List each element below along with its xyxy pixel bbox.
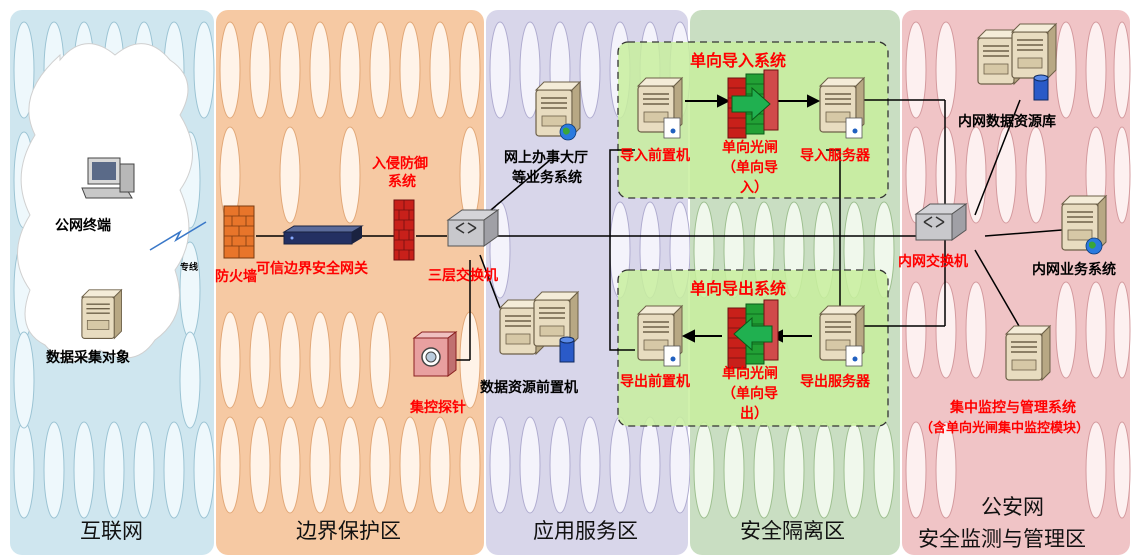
label-online-service-2: 等业务系统 [512, 169, 582, 186]
label-import-server: 导入服务器 [800, 147, 871, 164]
label-import-front: 导入前置机 [620, 147, 690, 164]
label-inner-data: 内网数据资源库 [958, 113, 1056, 130]
doc-icon [663, 117, 681, 139]
doc-icon-3 [663, 345, 681, 367]
zone-label-isolation: 安全隔离区 [740, 519, 845, 543]
label-monitor-1: 集中监控与管理系统 [949, 399, 1076, 416]
l3-switch-icon [447, 209, 499, 247]
label-data-front: 数据资源前置机 [480, 379, 578, 396]
doc-icon-4 [845, 345, 863, 367]
firewall-icon [223, 205, 255, 259]
label-export-gate-2: （单向导 [722, 385, 778, 402]
label-l3-switch: 三层交换机 [428, 267, 498, 284]
label-export-server: 导出服务器 [800, 373, 871, 390]
pc-icon [81, 157, 135, 199]
label-ips-1: 入侵防御 [372, 155, 428, 172]
label-import-gate-2: （单向导 [722, 159, 778, 176]
zone-label-internet: 互联网 [80, 519, 143, 543]
label-dedicated-line: 专线 [180, 261, 198, 273]
label-export-gate-1: 单向光闸 [722, 365, 778, 382]
database-icon-2 [1033, 74, 1049, 101]
lightning-icon [149, 221, 207, 251]
label-public-terminal: 公网终端 [55, 217, 111, 234]
label-online-service-1: 网上办事大厅 [504, 149, 588, 166]
globe-icon-2 [1085, 237, 1103, 255]
connections [256, 99, 1063, 361]
zone-security-bg [902, 10, 1131, 555]
inner-data-server-icon-2 [1011, 23, 1057, 79]
label-export-system: 单向导出系统 [690, 279, 786, 298]
doc-icon-2 [845, 117, 863, 139]
monitor-server-icon [1005, 325, 1051, 381]
zone-label-security-2: 安全监测与管理区 [918, 527, 1086, 551]
probe-icon [412, 331, 458, 377]
label-import-system: 单向导入系统 [690, 51, 786, 70]
right-arrow-icon [731, 86, 771, 122]
data-collection-server-icon [81, 289, 123, 340]
label-monitor-2: （含单向光闸集中监控模块） [920, 420, 1089, 436]
label-probe: 集控探针 [409, 399, 466, 416]
internet-cloud [17, 43, 193, 362]
zone-label-border: 边界保护区 [296, 519, 401, 543]
database-icon [559, 336, 575, 363]
left-arrow-icon [733, 316, 773, 352]
label-data-collection: 数据采集对象 [46, 349, 130, 366]
zone-label-app: 应用服务区 [533, 519, 638, 543]
label-import-gate-1: 单向光闸 [722, 139, 778, 156]
label-trusted-gateway: 可信边界安全网关 [256, 260, 368, 277]
globe-icon [559, 123, 577, 141]
inner-switch-icon [915, 203, 967, 241]
ips-icon [393, 199, 415, 261]
label-export-gate-3: 出） [740, 405, 768, 422]
label-ips-2: 系统 [388, 173, 416, 190]
label-inner-switch: 内网交换机 [898, 253, 968, 270]
label-firewall: 防火墙 [215, 268, 257, 285]
zone-label-security-1: 公安网 [981, 495, 1044, 519]
label-import-gate-3: 入） [740, 180, 768, 196]
security-gateway-icon [282, 225, 364, 245]
label-inner-business: 内网业务系统 [1032, 261, 1116, 278]
label-export-front: 导出前置机 [620, 373, 690, 390]
